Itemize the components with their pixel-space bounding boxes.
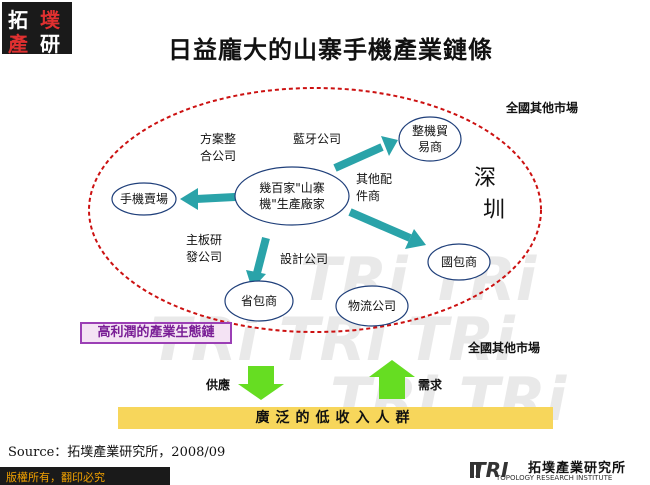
arrow-to-phone-market-head [180, 188, 198, 210]
trader-label: 整機貿 易商 [404, 123, 456, 155]
design-label: 設計公司 [280, 252, 329, 266]
arrow-to-national-pack-head [405, 229, 426, 249]
logistics-node [335, 285, 409, 327]
mainboard-label-2: 發公司 [186, 250, 223, 264]
supply-arrow-shaft [248, 366, 274, 386]
logo-char-2: 墣 [40, 8, 60, 32]
copyright-text: 版權所有，翻印必究 [6, 471, 105, 484]
logo-char-3: 產 [8, 32, 28, 56]
shenzhen-char-1: 深 [474, 166, 497, 191]
center-node-label: 幾百家"山寨 機"生產廠家 [238, 180, 346, 212]
solution-label-2: 合公司 [200, 149, 237, 163]
logo-char-4: 研 [40, 32, 60, 56]
page-title: 日益龐大的山寨手機產業鏈條 [168, 35, 493, 64]
provincial-pack-node [224, 280, 294, 322]
shenzhen-ellipse [88, 87, 542, 333]
footer-copyright-bar: 版權所有，翻印必究 [0, 467, 170, 485]
logo-char-1: 拓 [8, 8, 28, 32]
supply-label: 供應 [206, 378, 231, 392]
tri-logo-bars [470, 462, 480, 478]
org-subtitle: TOPOLOGY RESEARCH INSTITUTE [496, 474, 613, 482]
center-node-line-1: 幾百家"山寨 [259, 181, 325, 195]
bluetooth-label: 藍牙公司 [293, 132, 342, 146]
national-pack-node [427, 243, 491, 281]
supply-arrow-head [238, 384, 284, 400]
trader-line-2: 易商 [417, 140, 442, 154]
market-top-label: 全國其他市場 [506, 101, 579, 115]
logistics-label: 物流公司 [347, 299, 396, 313]
org-name: 拓墣產業研究所 [528, 461, 627, 476]
phone-market-node [111, 182, 177, 216]
center-node [234, 166, 350, 226]
mainboard-label-1: 主板研 [186, 233, 223, 247]
accessories-label-1: 其他配 [356, 172, 393, 186]
base-bar [118, 407, 553, 429]
center-node-line-2: 機"生產廠家 [259, 197, 325, 211]
market-bottom-label: 全國其他市場 [468, 341, 541, 355]
demand-label: 需求 [418, 378, 443, 392]
demand-arrow-shaft [379, 375, 405, 399]
trader-line-1: 整機貿 [411, 124, 448, 138]
ecosystem-box: 高利潤的產業生態鏈 [80, 322, 232, 344]
national-pack-label: 國包商 [440, 255, 477, 269]
arrow-to-trader-shaft [333, 143, 384, 172]
tri-logo: TRI [472, 458, 509, 482]
trader-node [398, 116, 462, 162]
logo: 拓 墣 產 研 [2, 2, 72, 56]
arrow-to-provincial-pack-shaft [253, 237, 270, 274]
phone-market-label: 手機賣場 [119, 192, 168, 206]
shenzhen-char-2: 圳 [483, 198, 506, 223]
provincial-pack-label: 省包商 [240, 294, 277, 308]
base-population-label: 廣泛的低收入人群 [255, 410, 416, 426]
accessories-label-2: 件商 [356, 189, 381, 203]
solution-label-1: 方案整 [200, 132, 237, 146]
demand-arrow-head [369, 360, 415, 377]
arrow-to-national-pack-shaft [348, 208, 412, 242]
arrow-to-trader-head [381, 136, 398, 156]
source-note: Source：拓墣產業研究所，2008/09 [8, 445, 226, 460]
